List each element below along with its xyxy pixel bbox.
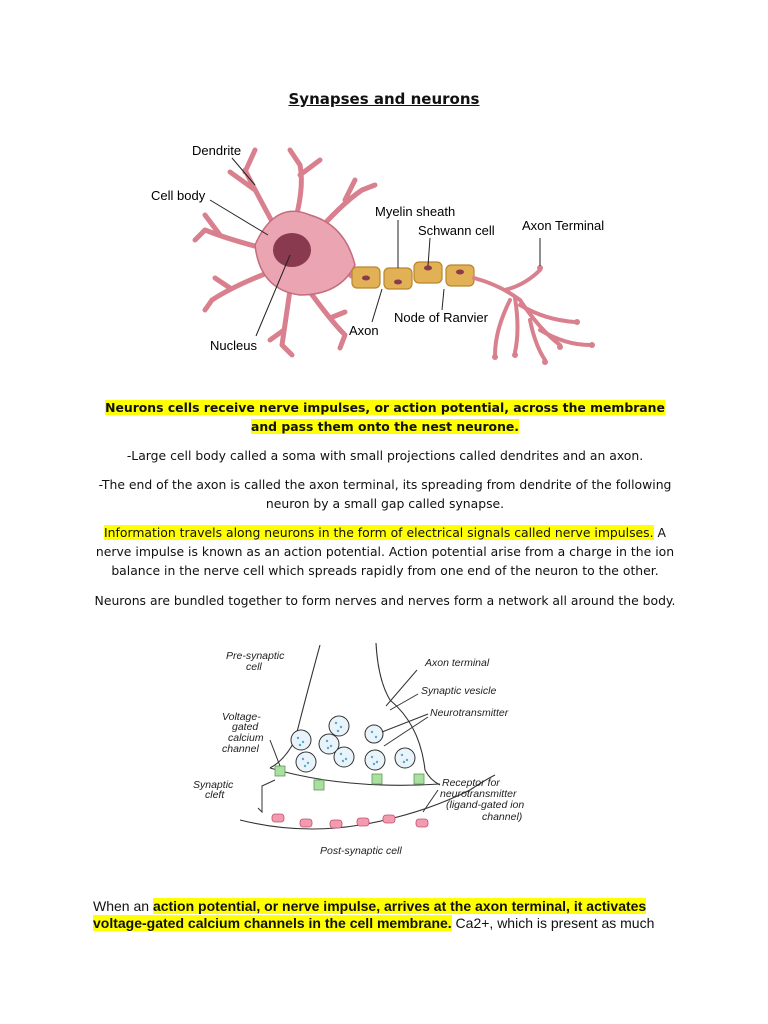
paragraph-neurons-receive: Neurons cells receive nerve impulses, or… <box>90 398 680 436</box>
paragraph-text: When an <box>93 898 153 914</box>
neuron-illustration <box>192 147 595 365</box>
label-receptor-3: (ligand-gated ion <box>446 799 524 811</box>
label-pre-synaptic: Pre-synaptic <box>226 650 285 662</box>
label-synaptic-cleft-2: cleft <box>205 789 225 801</box>
page-title: Synapses and neurons <box>288 90 480 108</box>
paragraph-action-potential: When an action potential, or nerve impul… <box>93 898 693 932</box>
label-dendrite: Dendrite <box>192 143 241 158</box>
paragraph-axon-terminal: -The end of the axon is called the axon … <box>98 477 672 511</box>
paragraph-text: A nerve impulse is known as an action po… <box>95 525 675 578</box>
label-neurotransmitter: Neurotransmitter <box>430 707 509 719</box>
label-cell-body: Cell body <box>151 188 206 203</box>
label-receptor-4: channel) <box>482 811 522 823</box>
label-voltage-gated-3: calcium <box>228 732 264 744</box>
label-receptor-2: neurotransmitter <box>440 788 517 800</box>
label-axon-terminal-synapse: Axon terminal <box>424 657 490 669</box>
calcium-channels <box>274 765 425 791</box>
paragraph-cell-body: -Large cell body called a soma with smal… <box>126 448 644 463</box>
label-nucleus: Nucleus <box>210 338 257 353</box>
paragraph-information-travels: Information travels along neurons in the… <box>90 523 680 580</box>
label-axon-terminal: Axon Terminal <box>522 218 604 233</box>
synapse-illustration <box>239 642 496 830</box>
label-post-synaptic-cell: Post-synaptic cell <box>320 845 402 857</box>
paragraph-nerves-network: Neurons are bundled together to form ner… <box>94 593 676 608</box>
label-axon: Axon <box>349 323 379 338</box>
label-receptor-1: Receptor for <box>442 777 500 789</box>
receptors <box>271 813 429 829</box>
label-voltage-gated-1: Voltage- <box>222 711 261 723</box>
label-voltage-gated-2: gated <box>232 721 259 733</box>
highlighted-text: Neurons cells receive nerve impulses, or… <box>105 400 665 434</box>
label-voltage-gated-4: channel <box>222 743 259 755</box>
label-schwann-cell: Schwann cell <box>418 223 495 238</box>
label-node-of-ranvier: Node of Ranvier <box>394 310 489 325</box>
label-pre-synaptic-cell: cell <box>246 661 262 673</box>
label-myelin-sheath: Myelin sheath <box>375 204 455 219</box>
synaptic-vesicles <box>290 715 416 773</box>
label-synaptic-cleft-1: Synaptic <box>193 779 234 791</box>
highlighted-text: Information travels along neurons in the… <box>104 525 654 540</box>
label-synaptic-vesicle: Synaptic vesicle <box>421 685 496 697</box>
paragraph-text: Ca2+, which is present as much <box>451 915 655 931</box>
